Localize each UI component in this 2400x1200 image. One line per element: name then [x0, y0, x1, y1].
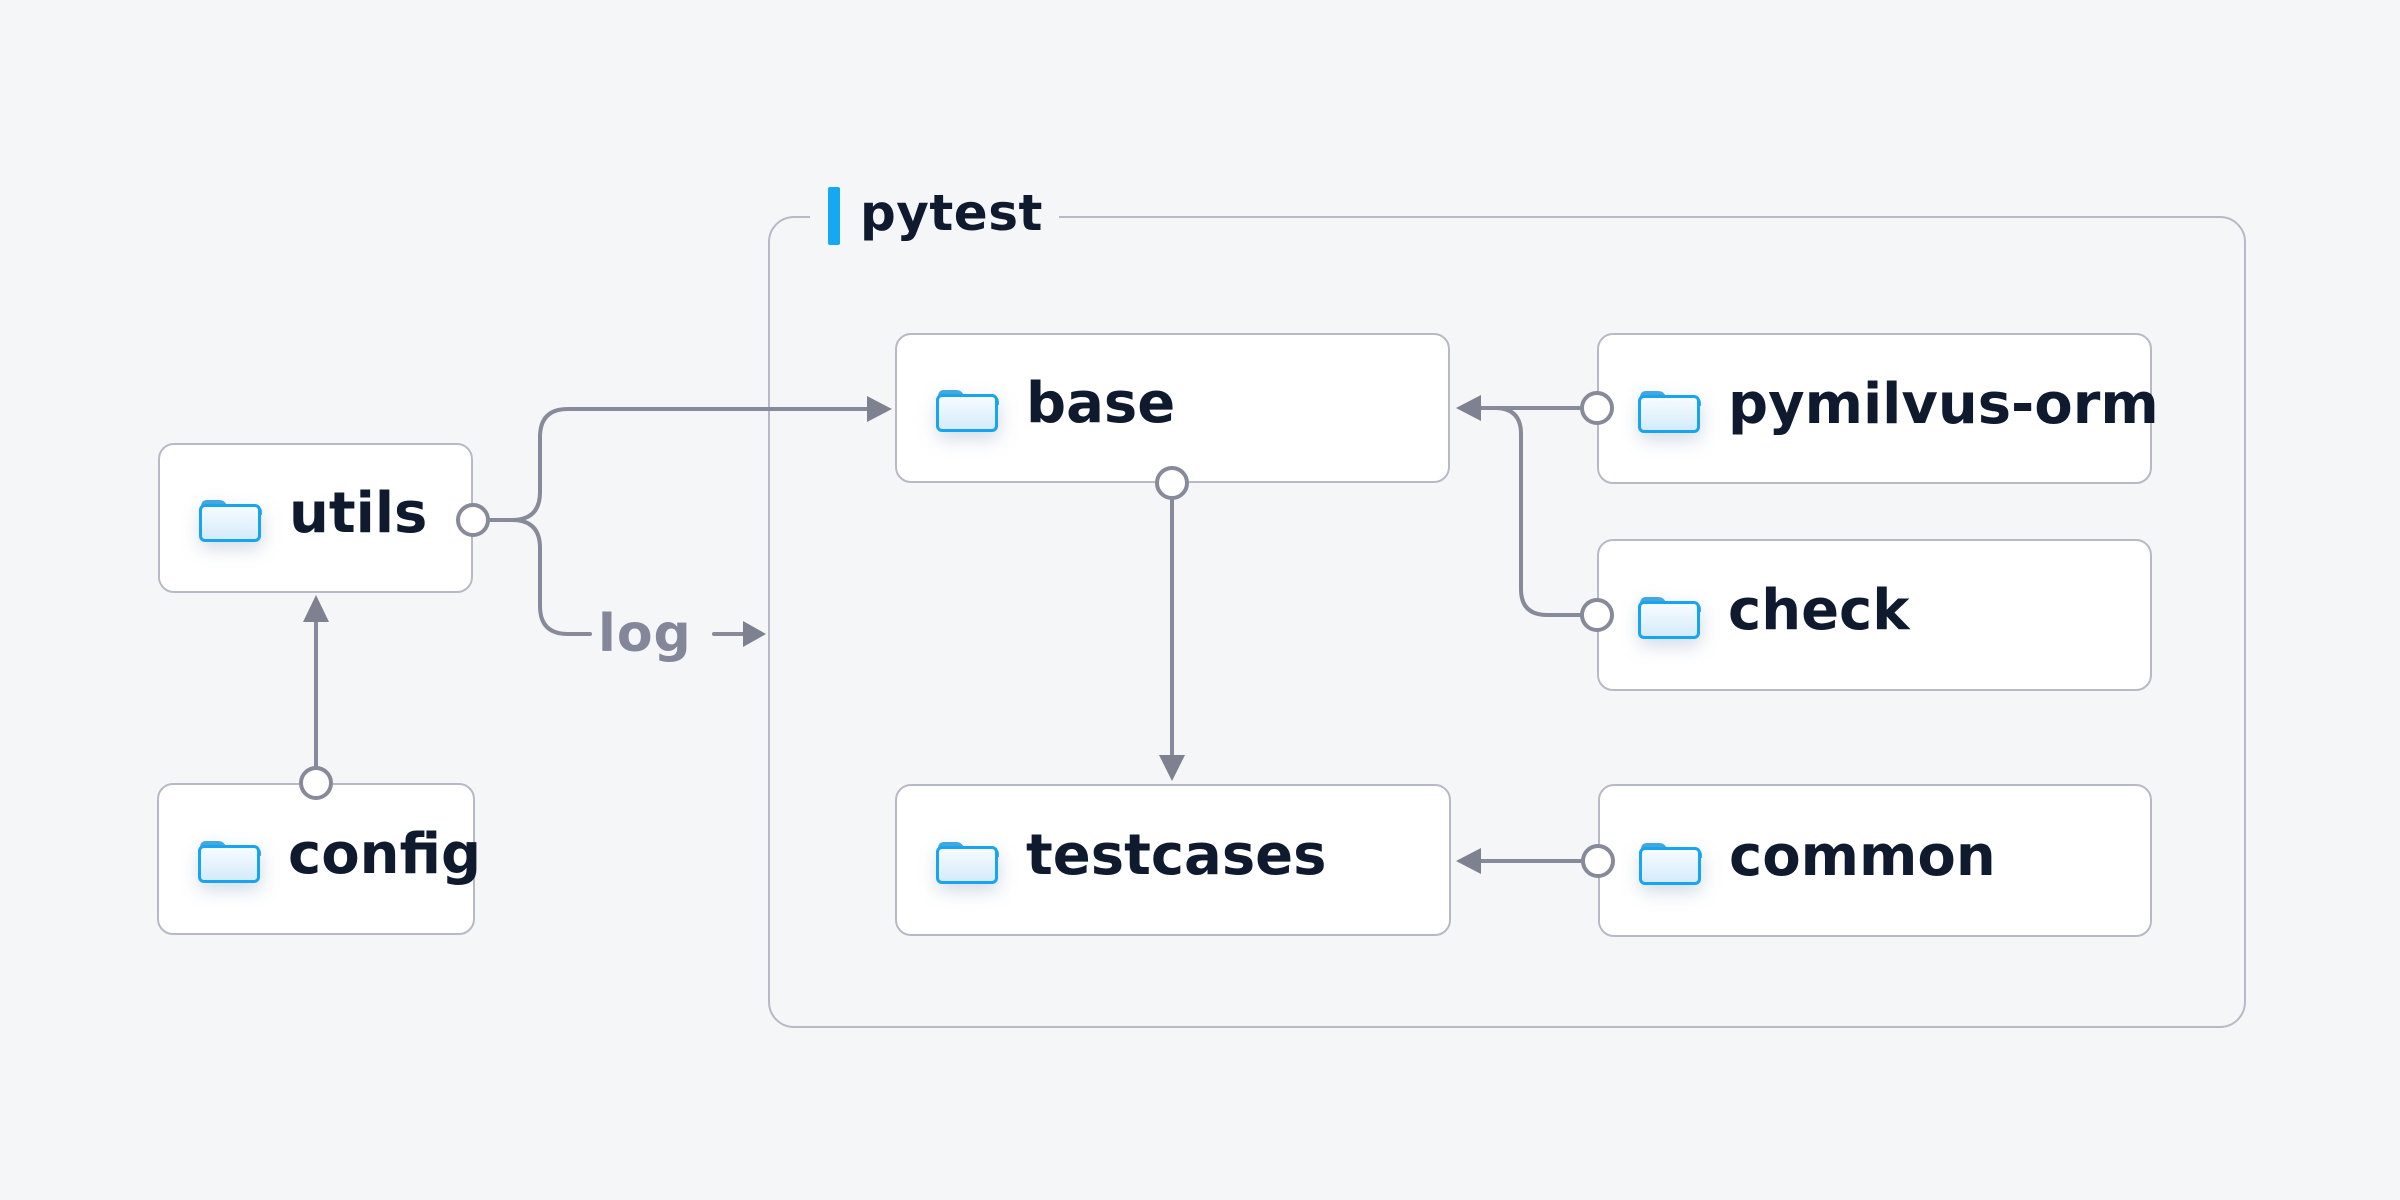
node-label: testcases — [1026, 823, 1327, 888]
node-label: base — [1026, 371, 1176, 436]
node-label: utils — [289, 481, 428, 546]
node-base: base — [895, 333, 1450, 483]
folder-icon — [197, 834, 261, 884]
arrowhead-right — [743, 621, 766, 647]
pytest-group-frame — [768, 216, 2246, 1028]
node-label: config — [288, 822, 482, 887]
node-testcases: testcases — [895, 784, 1451, 936]
node-check: check — [1597, 539, 2152, 691]
folder-icon — [1638, 836, 1702, 886]
node-label: common — [1729, 823, 1996, 889]
edge-label-log: log — [598, 604, 692, 664]
edge-utils-log — [510, 518, 592, 636]
folder-icon — [935, 835, 999, 885]
group-title: pytest — [860, 184, 1043, 242]
folder-icon — [935, 383, 999, 433]
node-common: common — [1598, 784, 2152, 937]
node-pymilvus-orm: pymilvus-orm — [1597, 333, 2159, 484]
folder-icon — [198, 493, 262, 543]
folder-icon — [1637, 590, 1701, 640]
accent-bar-icon — [828, 187, 840, 245]
node-label: check — [1728, 578, 1910, 643]
node-label: pymilvus-orm — [1728, 371, 2159, 437]
pytest-group-label: pytest — [810, 184, 1059, 248]
folder-icon — [1637, 384, 1701, 434]
arrowhead-up — [303, 595, 329, 622]
node-config: config — [157, 783, 481, 935]
node-utils: utils — [158, 443, 473, 593]
